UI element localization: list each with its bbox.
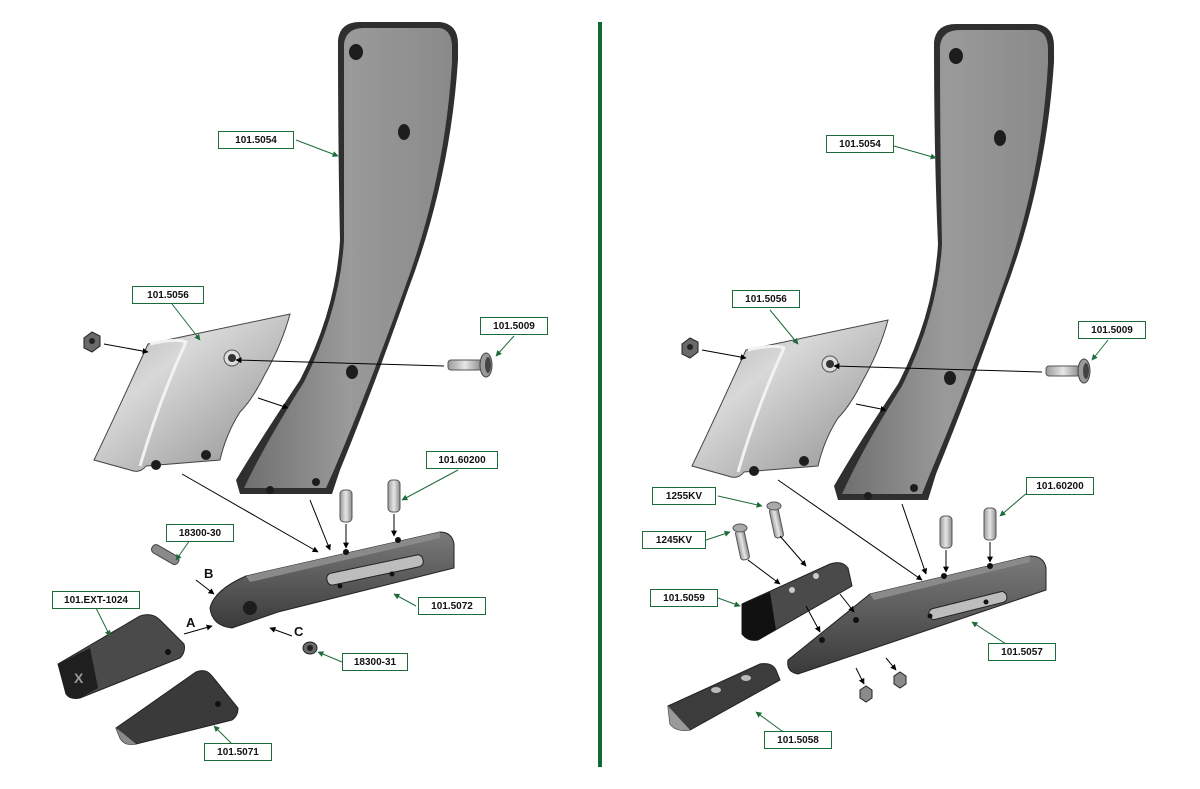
assembly-arrow bbox=[839, 593, 855, 613]
assembly-arrow bbox=[747, 559, 781, 585]
shank-part-right bbox=[834, 24, 1054, 500]
callout-bolt-b-right: 1245KV bbox=[642, 531, 706, 549]
point-tip-part: X bbox=[57, 614, 185, 699]
callout-point-alt: 101.5071 bbox=[204, 743, 272, 761]
pin-parts-right bbox=[939, 507, 997, 549]
assembly-arrow bbox=[779, 535, 807, 567]
assembly-arrow bbox=[103, 343, 149, 354]
assembly-arrow bbox=[805, 605, 821, 633]
callout-pin-large-right: 101.60200 bbox=[1026, 477, 1094, 495]
callout-wing-right: 101.5056 bbox=[732, 290, 800, 308]
callout-leader bbox=[317, 651, 343, 663]
right-panel bbox=[667, 24, 1109, 735]
assembly-arrow bbox=[309, 499, 331, 551]
x-logo-icon: X bbox=[74, 670, 84, 686]
callout-shank-right: 101.5054 bbox=[826, 135, 894, 153]
callout-bolt-right: 101.5009 bbox=[1078, 321, 1146, 339]
assembly-arrow bbox=[855, 667, 865, 685]
callout-tip-right: 101.5059 bbox=[650, 589, 718, 607]
callout-shank: 101.5054 bbox=[218, 131, 294, 149]
callout-pin-large: 101.60200 bbox=[426, 451, 498, 469]
callout-leader bbox=[1091, 339, 1109, 361]
assembly-arrow bbox=[183, 624, 213, 635]
plate-part-right bbox=[667, 663, 781, 731]
callout-leader bbox=[717, 597, 741, 607]
point-alt-part bbox=[115, 670, 239, 745]
callout-point-holder: 101.5072 bbox=[418, 597, 486, 615]
callout-wing: 101.5056 bbox=[132, 286, 204, 304]
callout-leader bbox=[495, 335, 515, 357]
bolt-part-right bbox=[1045, 358, 1091, 384]
callout-leader bbox=[999, 491, 1029, 517]
callout-nut: 18300-31 bbox=[342, 653, 408, 671]
callout-leader bbox=[755, 711, 787, 735]
callout-leader bbox=[893, 145, 937, 160]
assembly-arrow bbox=[901, 503, 928, 575]
callout-leader bbox=[705, 530, 731, 541]
callout-leader bbox=[171, 303, 201, 341]
callout-leader bbox=[717, 495, 763, 508]
assembly-arrow bbox=[257, 397, 289, 410]
assembly-arrow bbox=[269, 627, 293, 637]
small-nuts-right bbox=[859, 671, 907, 703]
carriage-bolts bbox=[732, 501, 784, 561]
callout-point-tip: 101.EXT-1024 bbox=[52, 591, 140, 609]
callout-leader bbox=[971, 621, 1007, 645]
callout-leader bbox=[393, 593, 417, 607]
assembly-arrow bbox=[181, 473, 319, 553]
wing-part bbox=[93, 313, 291, 472]
tip-part-right bbox=[741, 562, 853, 641]
callout-leader bbox=[95, 607, 111, 637]
assembly-letter-c: C bbox=[294, 624, 304, 639]
assembly-arrow bbox=[701, 349, 747, 360]
callout-bolt: 101.5009 bbox=[480, 317, 548, 335]
assembly-arrow bbox=[855, 403, 887, 412]
nut-part bbox=[83, 331, 101, 353]
point-holder-part bbox=[209, 531, 455, 629]
callout-roll-pin: 18300-30 bbox=[166, 524, 234, 542]
callout-leader bbox=[401, 469, 459, 501]
left-panel: X bbox=[57, 22, 515, 745]
callout-leader bbox=[769, 309, 799, 345]
assembly-arrow bbox=[833, 363, 1043, 373]
callout-holder-right: 101.5057 bbox=[988, 643, 1056, 661]
panel-divider bbox=[598, 22, 602, 767]
assembly-arrow bbox=[195, 579, 215, 595]
assembly-arrow bbox=[777, 479, 923, 581]
assembly-letter-a: A bbox=[186, 615, 196, 630]
bolt-part bbox=[447, 352, 493, 378]
assembly-letter-b: B bbox=[204, 566, 214, 581]
nut-part-right bbox=[681, 337, 699, 359]
roll-pin-part bbox=[150, 544, 180, 566]
callout-leader bbox=[175, 539, 191, 561]
assembly-arrow bbox=[235, 357, 445, 367]
pin-parts bbox=[339, 479, 401, 523]
assembly-arrow bbox=[885, 657, 897, 671]
callout-leader bbox=[295, 139, 339, 157]
callout-leader bbox=[213, 725, 233, 745]
holder-part-right bbox=[787, 555, 1047, 675]
shank-part bbox=[236, 22, 458, 494]
small-nut-part bbox=[302, 641, 318, 655]
callout-bolt-a-right: 1255KV bbox=[652, 487, 716, 505]
callout-plate-right: 101.5058 bbox=[764, 731, 832, 749]
